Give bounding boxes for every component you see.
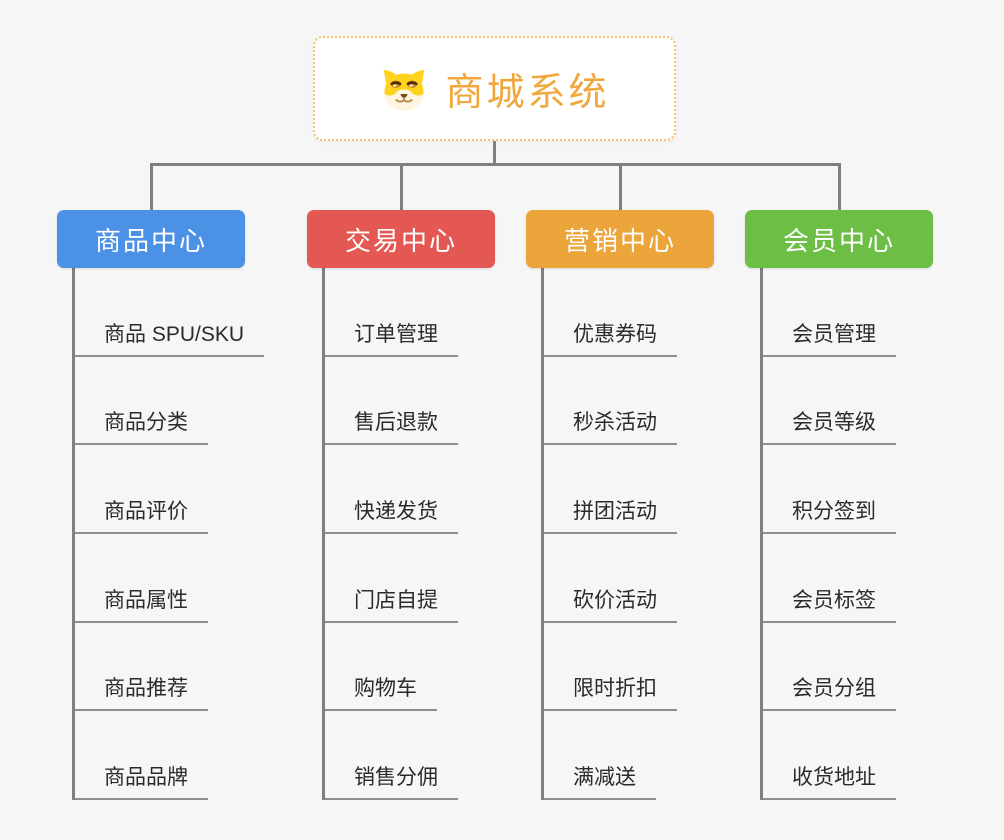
child-topic[interactable]: 收货地址 [763, 761, 896, 800]
connector-horizontal-rail [150, 163, 840, 166]
child-topic[interactable]: 商品品牌 [75, 761, 208, 800]
child-topic[interactable]: 商品评价 [75, 495, 208, 534]
child-topic[interactable]: 购物车 [325, 672, 437, 712]
list-item: 订单管理 [325, 268, 458, 357]
child-topic[interactable]: 商品推荐 [75, 672, 208, 712]
list-item: 拼团活动 [544, 445, 677, 534]
branch-box-member-center[interactable]: 会员中心 [745, 210, 933, 268]
list-item: 满减送 [544, 711, 677, 800]
list-item: 优惠券码 [544, 268, 677, 357]
list-item: 商品品牌 [75, 711, 264, 800]
list-item: 收货地址 [763, 711, 896, 800]
branch-box-trade-center[interactable]: 交易中心 [307, 210, 495, 268]
child-topic[interactable]: 秒杀活动 [544, 406, 677, 446]
list-item: 商品评价 [75, 445, 264, 534]
child-topic[interactable]: 门店自提 [325, 584, 458, 623]
dog-face-icon [384, 69, 425, 111]
branch-member-center: 会员中心 会员管理 会员等级 积分签到 会员标签 会员分组 收货地址 [745, 163, 933, 800]
list-item: 门店自提 [325, 534, 458, 623]
branch-children: 会员管理 会员等级 积分签到 会员标签 会员分组 收货地址 [760, 268, 896, 800]
list-item: 商品属性 [75, 534, 264, 623]
list-item: 秒杀活动 [544, 357, 677, 446]
child-topic[interactable]: 积分签到 [763, 495, 896, 534]
child-topic[interactable]: 会员标签 [763, 584, 896, 623]
child-topic[interactable]: 会员管理 [763, 318, 896, 357]
list-item: 限时折扣 [544, 623, 677, 712]
list-item: 快递发货 [325, 445, 458, 534]
child-topic[interactable]: 订单管理 [325, 318, 458, 357]
child-topic[interactable]: 商品 SPU/SKU [75, 318, 265, 357]
list-item: 销售分佣 [325, 711, 458, 800]
root-title: 商城系统 [445, 72, 610, 114]
list-item: 商品推荐 [75, 623, 264, 712]
branch-children: 商品 SPU/SKU 商品分类 商品评价 商品属性 商品推荐 商品品牌 [72, 268, 265, 800]
child-topic[interactable]: 限时折扣 [544, 672, 677, 712]
branch-box-marketing-center[interactable]: 营销中心 [526, 210, 714, 268]
child-topic[interactable]: 会员分组 [763, 672, 896, 712]
connector-root-stub [493, 141, 496, 165]
list-item: 砍价活动 [544, 534, 677, 623]
branch-children: 订单管理 售后退款 快递发货 门店自提 购物车 销售分佣 [322, 268, 458, 800]
branch-children: 优惠券码 秒杀活动 拼团活动 砍价活动 限时折扣 满减送 [541, 268, 677, 800]
connector-drop [399, 163, 403, 210]
list-item: 会员等级 [763, 357, 896, 446]
child-topic[interactable]: 砍价活动 [544, 584, 677, 623]
child-topic[interactable]: 售后退款 [325, 406, 458, 446]
list-item: 会员管理 [763, 268, 896, 357]
connector-drop [149, 163, 153, 210]
branch-box-product-center[interactable]: 商品中心 [57, 210, 245, 268]
branch-marketing-center: 营销中心 优惠券码 秒杀活动 拼团活动 砍价活动 限时折扣 满减送 [526, 163, 714, 800]
list-item: 商品 SPU/SKU [75, 268, 265, 357]
list-item: 会员分组 [763, 623, 896, 712]
connector-drop [837, 163, 841, 210]
branch-trade-center: 交易中心 订单管理 售后退款 快递发货 门店自提 购物车 销售分佣 [307, 163, 495, 800]
list-item: 积分签到 [763, 445, 896, 534]
child-topic[interactable]: 商品属性 [75, 584, 208, 623]
branch-product-center: 商品中心 商品 SPU/SKU 商品分类 商品评价 商品属性 商品推荐 商品品牌 [57, 163, 265, 800]
list-item: 商品分类 [75, 357, 264, 446]
child-topic[interactable]: 优惠券码 [544, 318, 677, 357]
child-topic[interactable]: 商品分类 [75, 406, 208, 446]
child-topic[interactable]: 销售分佣 [325, 761, 458, 800]
root-node-mall-system[interactable]: 商城系统 [313, 36, 676, 141]
list-item: 售后退款 [325, 357, 458, 446]
child-topic[interactable]: 满减送 [544, 761, 656, 800]
list-item: 购物车 [325, 623, 458, 712]
connector-drop [618, 163, 622, 210]
list-item: 会员标签 [763, 534, 896, 623]
child-topic[interactable]: 会员等级 [763, 406, 896, 446]
child-topic[interactable]: 拼团活动 [544, 495, 677, 534]
child-topic[interactable]: 快递发货 [325, 495, 458, 534]
